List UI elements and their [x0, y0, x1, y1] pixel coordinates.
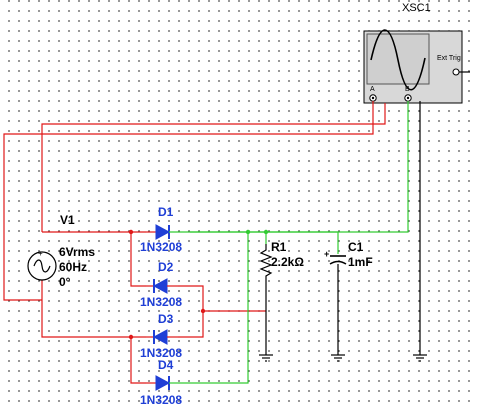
channel-b-terminal[interactable] [404, 94, 412, 102]
capacitor-value: 1mF [348, 255, 373, 269]
wire-red-source-bottom[interactable] [41, 280, 146, 338]
capacitor-plus-sign: + [324, 249, 329, 259]
source-frequency: 60Hz [59, 260, 87, 274]
junction-dot [128, 229, 134, 235]
oscilloscope-xsc1[interactable]: XSC1 Ext Trig A B [363, 2, 470, 104]
diode-name: D3 [158, 312, 174, 326]
plus-sign: + [38, 249, 43, 258]
capacitor-curved-plate [329, 260, 347, 265]
resistor-icon [259, 244, 273, 280]
wire-red-d4-anode[interactable] [130, 337, 146, 384]
wire-green-scope-b[interactable] [190, 101, 409, 233]
channel-a-terminal[interactable] [369, 94, 377, 102]
diode-d1[interactable]: D1 1N3208 [140, 205, 190, 254]
oscilloscope-name: XSC1 [402, 2, 431, 14]
channel-b-label: B [405, 86, 410, 93]
wire-red-neg-bus[interactable] [178, 285, 266, 338]
wire-green-pos-bus[interactable] [178, 231, 339, 384]
diode-model: 1N3208 [140, 295, 182, 309]
ac-wave-icon [33, 259, 51, 273]
ground-icon[interactable] [413, 354, 427, 362]
diode-icon [152, 278, 168, 294]
diode-model: 1N3208 [140, 393, 182, 407]
junction-dot [200, 308, 206, 314]
diode-d3[interactable]: D3 1N3208 [140, 312, 182, 360]
diode-model: 1N3208 [140, 240, 182, 254]
resistor-name: R1 [271, 240, 287, 254]
channel-a-label: A [370, 86, 375, 93]
resistor-r1[interactable]: R1 2.2kΩ [259, 240, 304, 280]
junction-dot [263, 229, 269, 235]
ac-source-v1[interactable]: V1 + _ 6Vrms 60Hz 0° [27, 213, 95, 289]
diode-name: D4 [158, 358, 174, 372]
diode-name: D1 [158, 205, 174, 219]
diode-d2[interactable]: D2 1N3208 [140, 260, 182, 309]
wire-red-scope-a-return[interactable] [3, 101, 374, 301]
source-amplitude: 6Vrms [59, 245, 95, 259]
diode-model: 1N3208 [140, 346, 182, 360]
resistor-value: 2.2kΩ [271, 255, 304, 269]
diode-d4[interactable]: D4 1N3208 [140, 358, 182, 407]
ext-trig-terminal[interactable] [452, 68, 460, 76]
ground-icon[interactable] [259, 354, 273, 362]
ext-trig-label: Ext Trig [437, 55, 461, 62]
diode-icon [152, 329, 168, 345]
wire-red-scope-a[interactable] [41, 103, 386, 232]
junction-dot [245, 229, 251, 235]
diode-name: D2 [158, 260, 174, 274]
source-phase: 0° [59, 275, 71, 289]
capacitor-c1[interactable]: C1 + 1mF [324, 240, 373, 269]
capacitor-name: C1 [348, 240, 364, 254]
wire-red-d2-anode[interactable] [130, 232, 146, 287]
diode-icon [155, 224, 171, 240]
ground-icon[interactable] [331, 354, 345, 362]
sine-wave-icon [370, 29, 426, 91]
source-name: V1 [60, 213, 75, 227]
minus-sign: _ [38, 272, 44, 281]
junction-dot [128, 334, 134, 340]
diode-icon [155, 375, 171, 391]
